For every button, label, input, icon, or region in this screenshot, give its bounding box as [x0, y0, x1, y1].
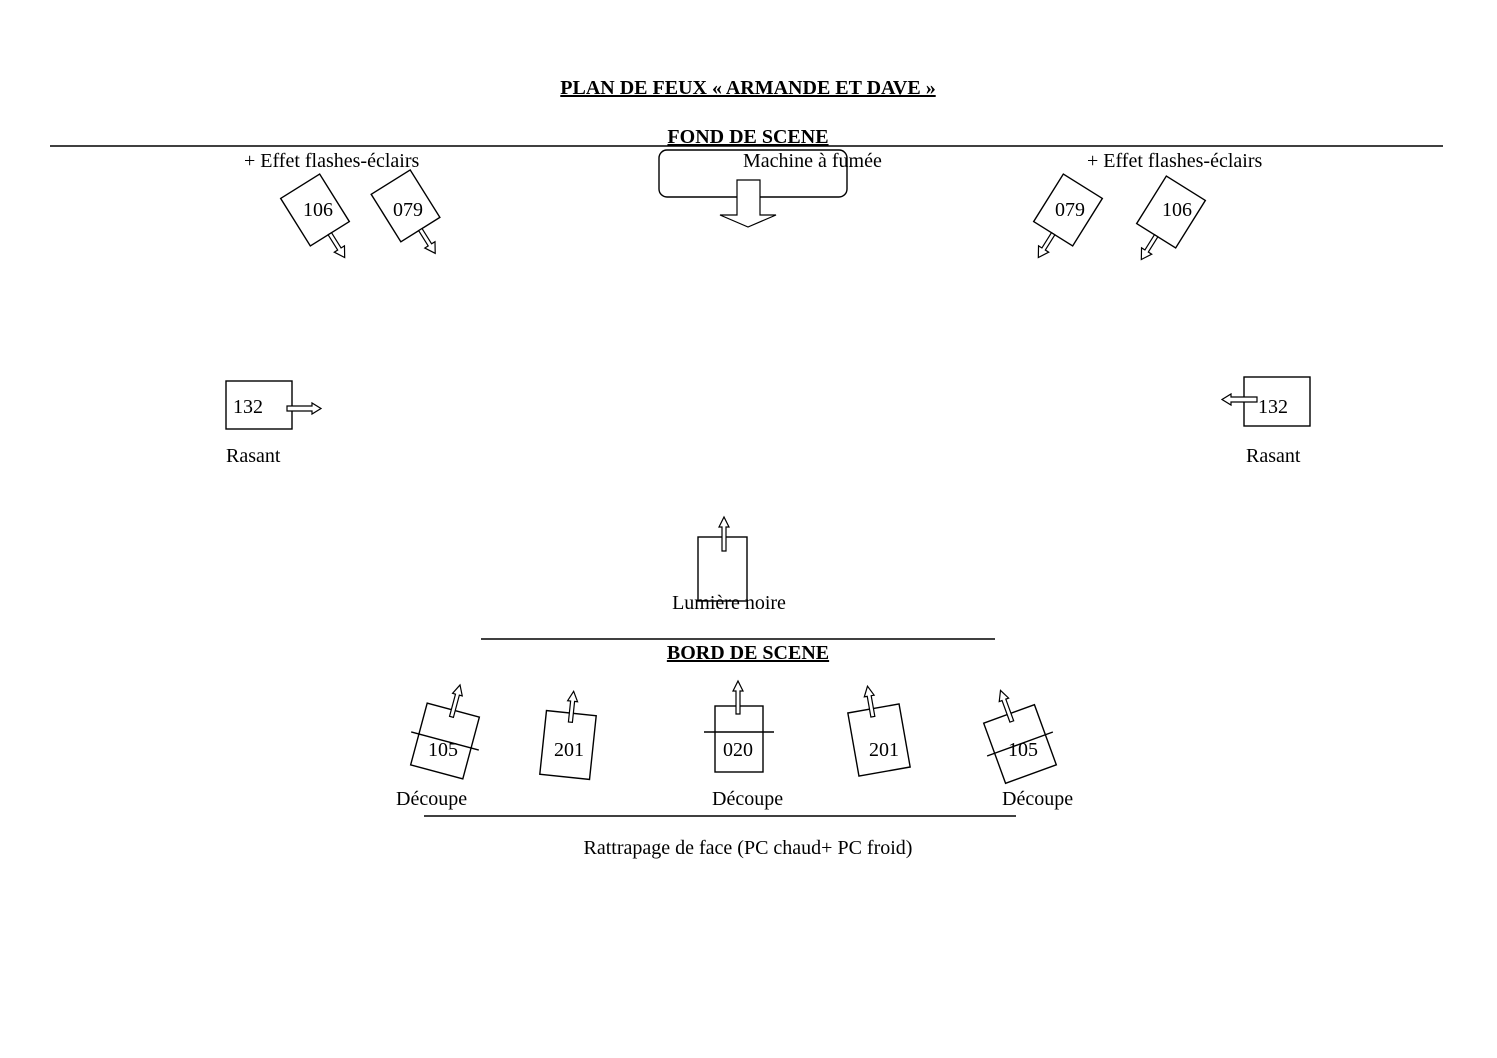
gel-105: 105: [1008, 739, 1038, 761]
projector-back-right-079: 079: [1032, 173, 1104, 259]
gel-201: 201: [554, 739, 584, 761]
rattrapage-label: Rattrapage de face (PC chaud+ PC froid): [584, 837, 913, 859]
smoke-machine: Machine à fumée: [658, 149, 882, 228]
beam-arrow: [1220, 392, 1258, 407]
lumiere-noire-label: Lumière noire: [672, 592, 786, 614]
projector-front-right-decoupe-105: 105: [982, 689, 1058, 785]
effet-label-right: + Effet flashes-éclairs: [1087, 150, 1262, 172]
beam-arrow: [1037, 231, 1056, 259]
smoke-direction-arrow: [719, 179, 777, 228]
gel-105: 105: [428, 739, 458, 761]
bord-de-scene-label: BORD DE SCENE: [667, 642, 829, 664]
projector-back-left-079: 079: [370, 168, 441, 255]
beam-arrow: [1140, 233, 1159, 261]
projector-front-center-decoupe-020: 020: [704, 679, 774, 773]
projector-front-right-pc-201: 201: [847, 684, 911, 777]
gel-132: 132: [233, 396, 263, 418]
projector-black-light: [697, 515, 748, 602]
gel-201: 201: [869, 739, 899, 761]
smoke-machine-label: Machine à fumée: [743, 150, 882, 172]
rasant-label-left: Rasant: [226, 445, 281, 467]
beam-arrow: [863, 684, 876, 718]
projector-front-left-decoupe-105: 105: [409, 683, 481, 780]
beam-arrow: [718, 515, 730, 552]
gel-079: 079: [393, 199, 423, 221]
beam-arrow: [286, 401, 323, 416]
gel-020: 020: [723, 739, 753, 761]
page-title: PLAN DE FEUX « ARMANDE ET DAVE »: [560, 77, 935, 99]
beam-arrow: [732, 679, 744, 715]
beam-arrow: [448, 683, 464, 719]
rasant-label-right: Rasant: [1246, 445, 1301, 467]
gel-079: 079: [1055, 199, 1085, 221]
gel-106: 106: [1162, 199, 1192, 221]
effet-label-left: + Effet flashes-éclairs: [244, 150, 419, 172]
beam-arrow: [327, 231, 346, 259]
fond-de-scene-label: FOND DE SCENE: [667, 126, 828, 148]
projector-front-left-pc-201: 201: [539, 689, 597, 781]
beam-arrow: [998, 689, 1015, 723]
projector-side-right-132: 132: [1220, 376, 1311, 427]
projector-back-right-106: 106: [1135, 175, 1207, 261]
projector-side-left-132: 132: [225, 380, 323, 430]
decoupe-label-right: Découpe: [1002, 788, 1073, 810]
beam-arrow: [566, 689, 579, 723]
beam-arrow: [417, 227, 436, 255]
decoupe-label-center: Découpe: [712, 788, 783, 810]
gel-132: 132: [1258, 396, 1288, 418]
projector-back-left-106: 106: [279, 173, 351, 259]
gel-106: 106: [303, 199, 333, 221]
decoupe-label-left: Découpe: [396, 788, 467, 810]
